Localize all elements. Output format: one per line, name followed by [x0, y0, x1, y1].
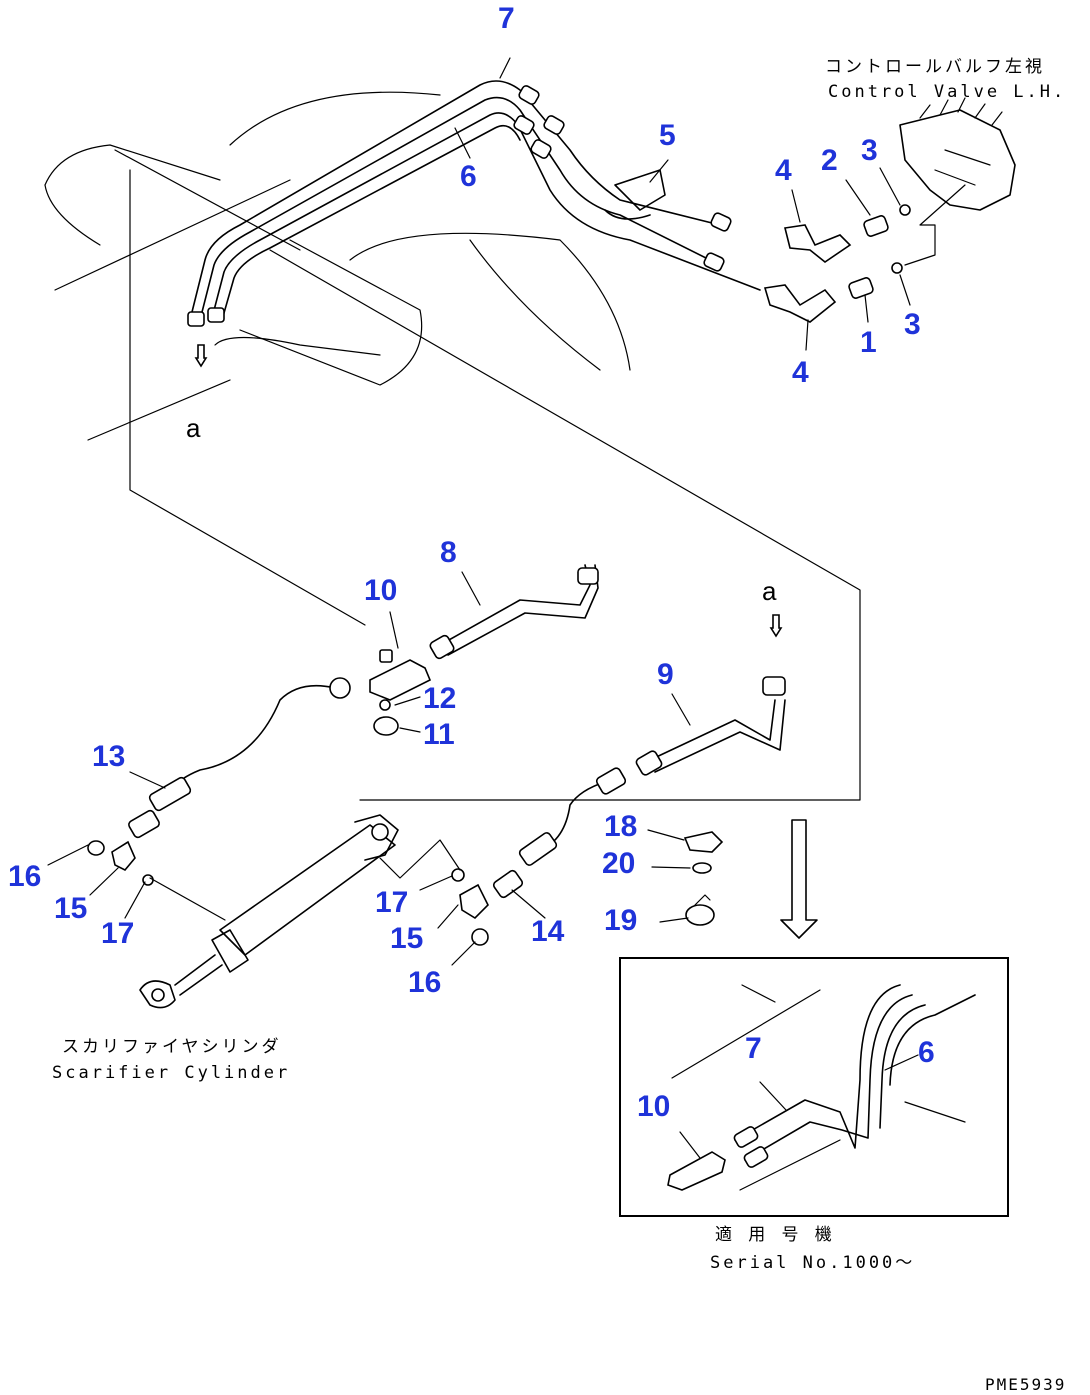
ref-arrow-a-right: [769, 614, 783, 638]
callout-14: 14: [531, 915, 565, 948]
o-ring-3-upper: [899, 204, 911, 216]
o-ring-3-lower: [891, 262, 903, 274]
clamp-5: [604, 169, 666, 220]
scarifier-cylinder: [139, 814, 461, 1009]
leader-lines: [47, 57, 911, 966]
hose-13: [128, 677, 351, 839]
ref-letter-a-top: a: [186, 413, 201, 443]
elbow-4-lower: [763, 284, 837, 323]
control-valve-label-jp: コントロールバルフ左視: [825, 57, 1045, 77]
fittings-15-16-17-mid: [451, 868, 489, 946]
fittings-15-16-17-left: [87, 840, 154, 886]
scarifier-label-jp: スカリファイヤシリンダ: [62, 1037, 282, 1057]
fitting-2: [863, 215, 889, 237]
elbow-4-upper: [784, 224, 852, 263]
callout-4-top: 4: [775, 154, 792, 187]
inset-box: [619, 957, 1009, 1217]
callout-10: 10: [364, 574, 397, 607]
callout-10-inset: 10: [637, 1090, 670, 1123]
pipe-9: [635, 676, 786, 776]
callout-4-bottom: 4: [792, 356, 809, 389]
ref-arrow-a-top: [194, 344, 208, 368]
part-11: [373, 716, 399, 736]
callout-1: 1: [860, 326, 877, 359]
hose-bundle-6-7: [187, 80, 761, 327]
control-valve: [899, 97, 1016, 266]
callout-6-top: 6: [460, 160, 477, 193]
callout-17-mid: 17: [375, 886, 408, 919]
pipe-8: [429, 564, 599, 660]
serial-label-en: Serial No.1000～: [710, 1253, 915, 1273]
callout-11: 11: [423, 718, 455, 751]
callout-15-mid: 15: [390, 922, 423, 955]
part-12: [379, 699, 391, 711]
machine-body-outline: [44, 91, 861, 801]
callout-7-top: 7: [498, 2, 515, 35]
callout-3-bottom: 3: [904, 308, 921, 341]
callout-3-top: 3: [861, 134, 878, 167]
control-valve-label-en: Control Valve L.H.: [828, 82, 1066, 102]
callout-2: 2: [821, 144, 838, 177]
callout-16-mid: 16: [408, 966, 441, 999]
adapter-10: [369, 649, 432, 701]
callout-8: 8: [440, 536, 457, 569]
callout-9: 9: [657, 658, 674, 691]
callout-7-inset: 7: [745, 1032, 762, 1065]
callout-17-left: 17: [101, 917, 134, 950]
callout-5: 5: [659, 119, 676, 152]
callout-15-left: 15: [54, 892, 87, 925]
callout-12: 12: [423, 682, 456, 715]
parts-18-19-20: [683, 831, 724, 926]
drawing-code: PME5939: [985, 1375, 1066, 1394]
callout-19: 19: [604, 904, 637, 937]
down-arrow: [780, 819, 818, 939]
callout-16-left: 16: [8, 860, 41, 893]
callout-6-inset: 6: [918, 1036, 935, 1069]
callout-18: 18: [604, 810, 637, 843]
hose-14: [492, 767, 627, 899]
serial-label-jp: 適 用 号 機: [715, 1225, 835, 1245]
scarifier-label-en: Scarifier Cylinder: [52, 1063, 290, 1083]
callout-20: 20: [602, 847, 635, 880]
callout-13: 13: [92, 740, 125, 773]
fitting-1: [848, 277, 874, 299]
ref-letter-a-right: a: [762, 576, 777, 606]
